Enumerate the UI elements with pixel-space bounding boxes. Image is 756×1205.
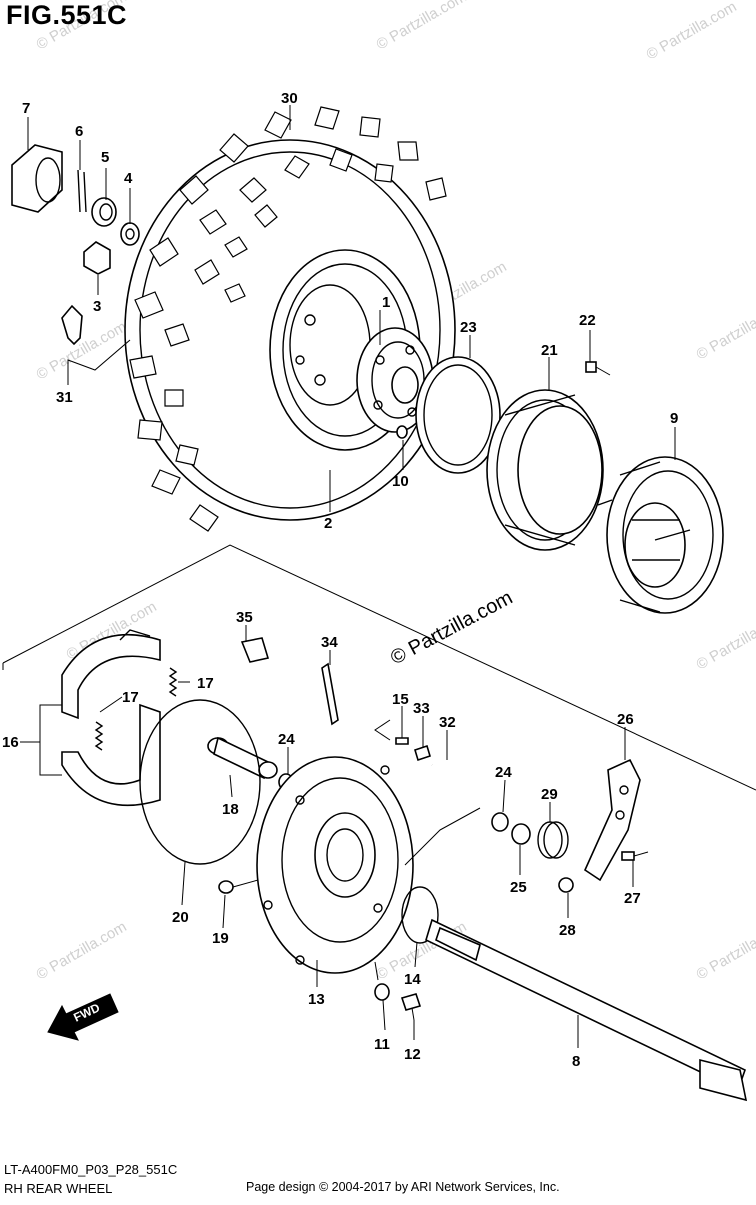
callout-35: 35 — [236, 609, 253, 626]
washer — [375, 984, 389, 1000]
callout-14: 14 — [404, 971, 421, 988]
brake-drum — [598, 457, 723, 613]
callout-25: 25 — [510, 879, 527, 896]
washer — [121, 223, 139, 245]
callout-23: 23 — [460, 319, 477, 336]
callout-4: 4 — [124, 170, 133, 187]
pin — [396, 738, 408, 744]
callout-18: 18 — [222, 801, 239, 818]
brake-shoe-lower — [62, 705, 160, 805]
partzilla-watermark: © Partzilla.com — [387, 587, 516, 670]
callout-31: 31 — [56, 389, 73, 406]
o-ring — [397, 426, 407, 438]
callout-15: 15 — [392, 691, 409, 708]
watermark: © Partzilla.com — [694, 608, 756, 673]
callout-7: 7 — [22, 100, 30, 117]
callout-33: 33 — [413, 700, 430, 717]
callout-19: 19 — [212, 930, 229, 947]
callout-13: 13 — [308, 991, 325, 1008]
callout-6: 6 — [75, 123, 83, 140]
callout-20: 20 — [172, 909, 189, 926]
callout-12: 12 — [404, 1046, 421, 1063]
callout-2: 2 — [324, 515, 332, 532]
callout-11: 11 — [374, 1036, 390, 1053]
cotter-pin — [78, 170, 86, 212]
watermark: © Partzilla.com — [694, 298, 756, 363]
brake-drum-cover — [487, 390, 603, 550]
nut — [559, 878, 573, 892]
cap — [12, 145, 62, 212]
callout-17a: 17 — [197, 675, 214, 692]
brake-arm — [585, 760, 640, 880]
bolt — [622, 852, 648, 860]
return-spring — [538, 822, 568, 858]
tire — [125, 107, 455, 531]
wheel-nut — [84, 242, 110, 274]
section-name: RH REAR WHEEL — [4, 1181, 112, 1196]
o-ring — [492, 813, 508, 831]
copyright-notice: Page design © 2004-2017 by ARI Network S… — [246, 1180, 560, 1194]
fwd-arrow-icon: FWD — [48, 994, 118, 1040]
model-code: LT-A400FM0_P03_P28_551C — [4, 1162, 177, 1177]
callout-28: 28 — [559, 922, 576, 939]
callout-5: 5 — [101, 149, 109, 166]
callout-16: 16 — [2, 734, 19, 751]
bolt — [402, 994, 420, 1020]
callout-8: 8 — [572, 1053, 580, 1070]
cam-shaft — [208, 738, 277, 778]
breather-hose — [432, 765, 448, 830]
callout-30: 30 — [281, 90, 298, 107]
callout-10: 10 — [392, 473, 409, 490]
watermark: © Partzilla.com — [644, 0, 740, 63]
watermark: © Partzilla.com — [694, 918, 756, 983]
callout-22: 22 — [579, 312, 596, 329]
watermark: © Partzilla.com — [34, 918, 130, 983]
bolt — [586, 362, 610, 375]
brake-panel — [257, 757, 413, 973]
callout-29: 29 — [541, 786, 558, 803]
callout-34: 34 — [321, 634, 338, 651]
rod — [322, 664, 338, 724]
callout-1: 1 — [382, 294, 390, 311]
bolt — [219, 880, 258, 893]
callout-26: 26 — [617, 711, 634, 728]
callout-27: 27 — [624, 890, 641, 907]
nut — [415, 746, 430, 760]
callout-21: 21 — [541, 342, 558, 359]
axle — [426, 920, 746, 1100]
valve — [62, 306, 82, 344]
castle-nut — [92, 198, 116, 226]
callout-3: 3 — [93, 298, 101, 315]
washer — [512, 824, 530, 844]
callout-32: 32 — [439, 714, 456, 731]
callout-9: 9 — [670, 410, 678, 427]
callout-24b: 24 — [495, 764, 512, 781]
spring — [170, 668, 176, 696]
callout-24a: 24 — [278, 731, 295, 748]
spring — [96, 722, 102, 750]
callout-17b: 17 — [122, 689, 139, 706]
figure-title: FIG.551C — [6, 0, 127, 31]
watermark: © Partzilla.com — [374, 0, 470, 53]
